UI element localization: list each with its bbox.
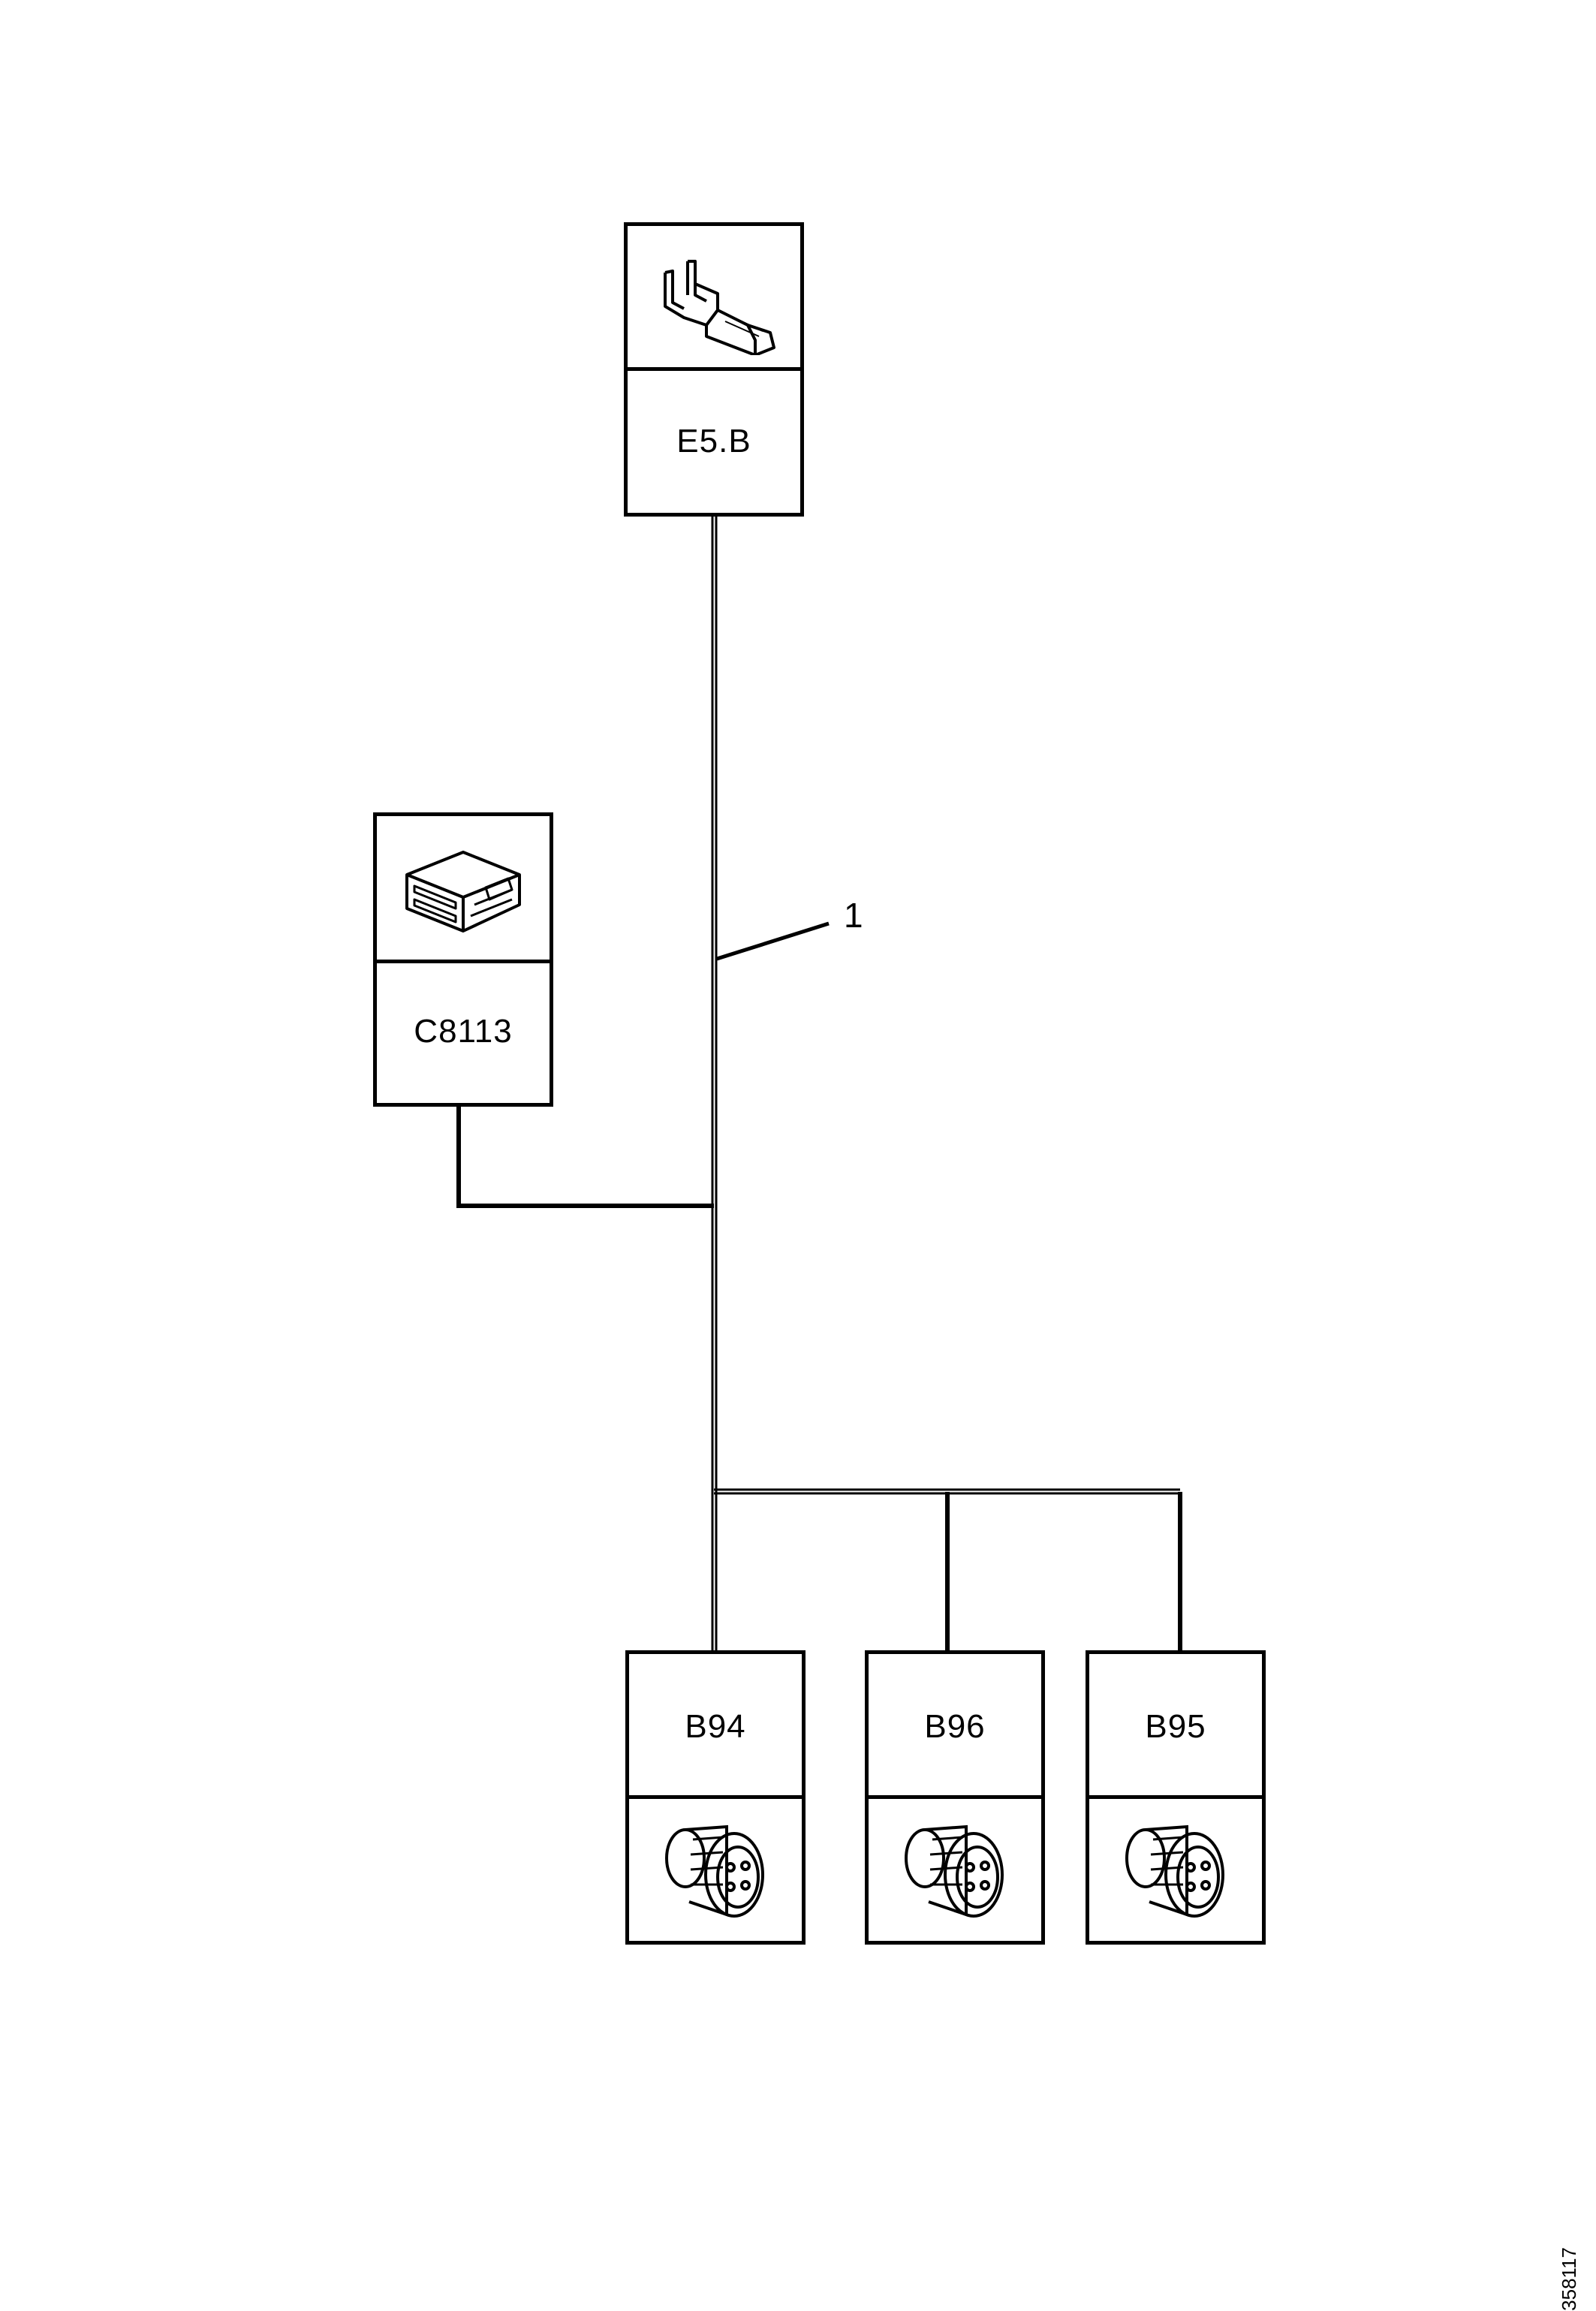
terminal-id-label: E5.B xyxy=(676,423,751,459)
harness-wiring xyxy=(456,515,1182,1650)
crimp-terminal-icon xyxy=(664,259,775,355)
sensor-id-label: B95 xyxy=(1145,1707,1206,1745)
box-divider xyxy=(377,960,550,963)
round-connector-icon xyxy=(1125,1824,1224,1918)
sensor-image-cell xyxy=(629,1798,802,1941)
round-connector-icon xyxy=(665,1824,764,1918)
module-image-cell xyxy=(377,816,550,963)
box-divider xyxy=(629,1795,802,1799)
sensor-image-cell xyxy=(869,1798,1041,1941)
sensor-image-cell xyxy=(1089,1798,1262,1941)
document-id: 358117 xyxy=(1558,2247,1580,2311)
box-divider xyxy=(869,1795,1041,1799)
sensor-id-label: B96 xyxy=(924,1707,986,1745)
connector-housing-icon xyxy=(405,851,521,933)
sensor-id-label: B94 xyxy=(685,1707,746,1745)
wire-number-label: 1 xyxy=(844,896,863,935)
round-connector-icon xyxy=(905,1824,1004,1918)
box-divider xyxy=(1089,1795,1262,1799)
wire-label-leader xyxy=(716,921,830,961)
sensor-b96-box[interactable]: B96 xyxy=(865,1650,1045,1945)
main-trunk-wire xyxy=(711,515,718,1650)
module-c8113-box[interactable]: C8113 xyxy=(373,812,553,1107)
terminal-image-cell xyxy=(628,226,800,371)
c8113-branch-wire xyxy=(456,1106,714,1208)
terminal-e5b-box[interactable]: E5.B xyxy=(624,222,804,517)
module-id-label: C8113 xyxy=(414,1013,513,1050)
sensor-b95-box[interactable]: B95 xyxy=(1086,1650,1266,1945)
box-divider xyxy=(628,367,800,371)
sensor-b94-box[interactable]: B94 xyxy=(625,1650,806,1945)
